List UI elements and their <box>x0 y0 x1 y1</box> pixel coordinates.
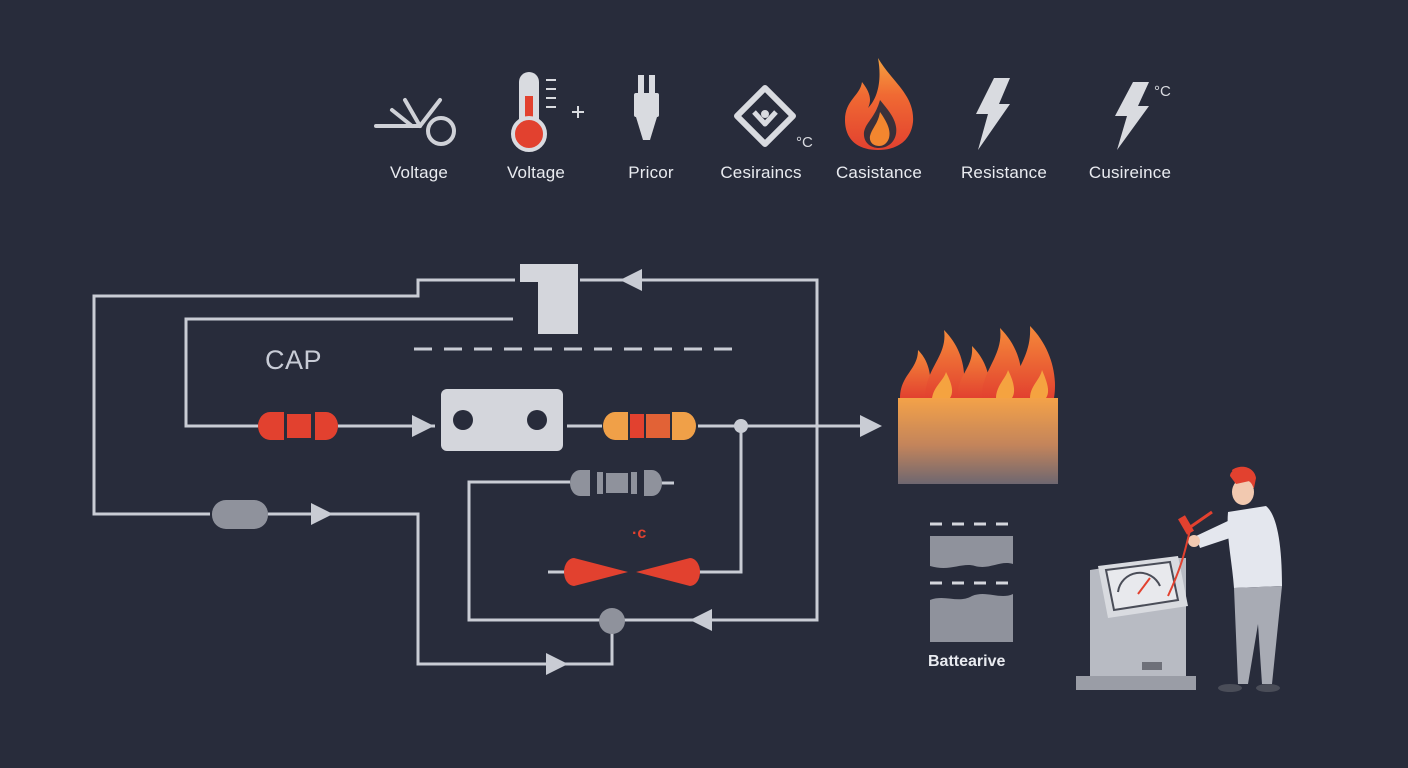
arrow-left <box>690 609 712 631</box>
legend-label-cesiraincs: Cesiraincs <box>720 163 802 182</box>
arrow-right <box>311 503 333 525</box>
switch-symbol-icon <box>374 98 456 146</box>
bolt-unit-label: °C <box>1154 83 1171 100</box>
wire-subloop-left <box>467 480 600 622</box>
junction-node-large <box>599 608 625 634</box>
switch-block <box>520 264 578 334</box>
arrow-to-furnace <box>860 415 882 437</box>
cap-label: CAP <box>265 345 323 375</box>
gray-capsule-component <box>212 500 268 529</box>
red-fuse <box>564 558 700 586</box>
gray-component <box>570 470 674 496</box>
flow-arrows <box>311 269 882 675</box>
diamond-unit-label: °C <box>796 134 813 151</box>
furnace-box <box>898 398 1058 484</box>
legend-label-casistance: Casistance <box>835 163 923 182</box>
meter-machine <box>1076 556 1196 690</box>
arrow-left <box>620 269 642 291</box>
wire-subloop-right <box>697 426 743 574</box>
legend-label-voltage: Voltage <box>389 163 449 182</box>
wire-outer-bottom <box>268 512 614 666</box>
arrow-right <box>412 415 434 437</box>
legend-label-pricor: Pricor <box>628 163 674 182</box>
legend-label-voltage-thermometer: Voltage <box>506 163 566 182</box>
technician-figure <box>1167 466 1282 692</box>
orange-resistor <box>603 412 696 440</box>
legend-label-resistance: Resistance <box>960 163 1048 182</box>
legend-label-cusireince: Cusireince <box>1088 163 1172 182</box>
temperature-marker: ·c <box>632 525 647 542</box>
flame-icon <box>845 58 914 150</box>
probe-connector-icon <box>634 75 659 140</box>
red-capacitor <box>258 412 338 440</box>
arrow-right <box>546 653 568 675</box>
junction-node <box>734 419 748 433</box>
wire-outer-right <box>580 278 819 622</box>
diamond-sensor-icon <box>734 85 796 147</box>
wire-outer-left <box>92 278 515 516</box>
lightning-bolt-icon <box>976 78 1010 150</box>
wires <box>92 278 860 666</box>
furnace-flames <box>900 326 1055 398</box>
thermometer-icon <box>511 72 584 152</box>
module-block <box>441 389 563 451</box>
battery-stack <box>930 522 1014 642</box>
battery-label: Battearive <box>928 653 1006 670</box>
lightning-bolt-icon <box>1115 82 1149 150</box>
wire-inner-left <box>184 317 513 428</box>
